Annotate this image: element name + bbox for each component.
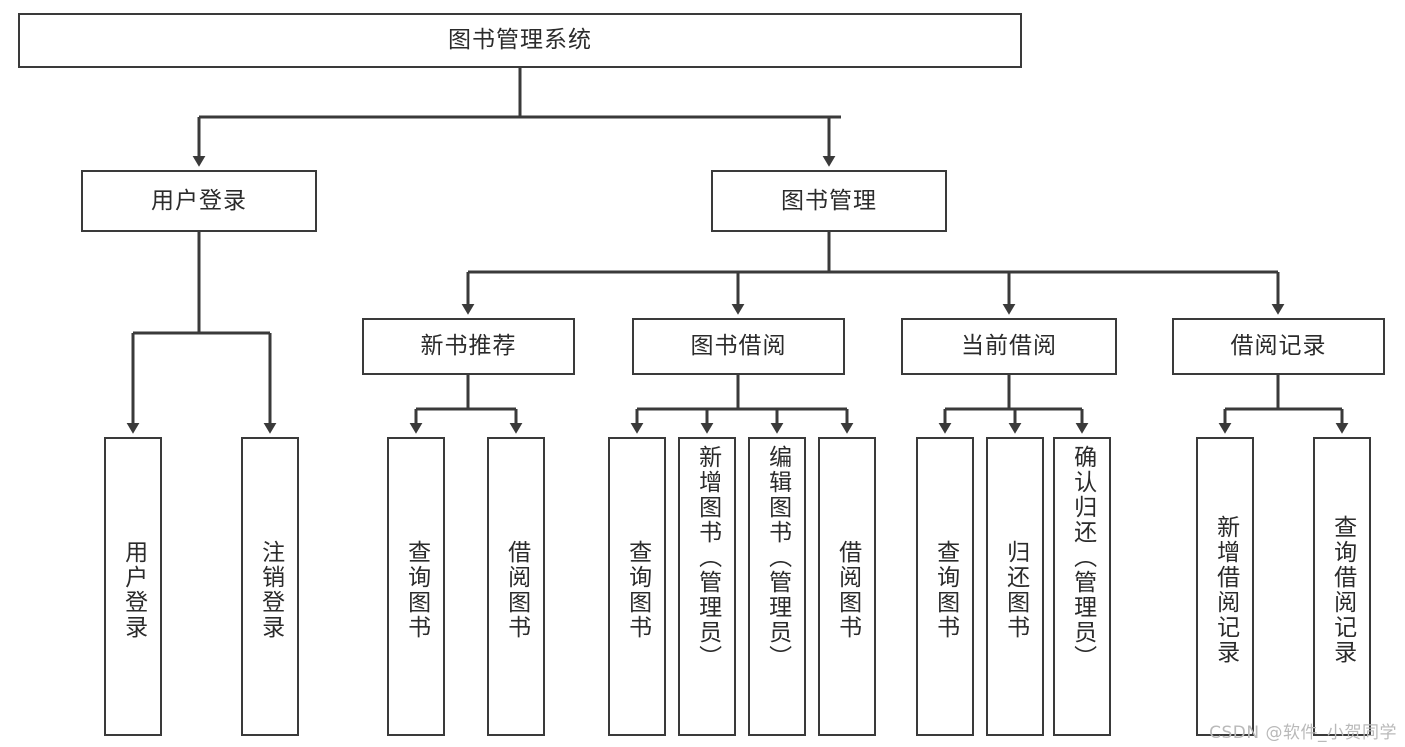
node-new-book-rec-label: 新书推荐 bbox=[420, 333, 517, 359]
node-leaf-query-record-label: 查询借阅记录 bbox=[1329, 514, 1356, 665]
node-leaf-query-book-2-label: 查询图书 bbox=[624, 539, 651, 640]
node-leaf-query-record[interactable]: 查询借阅记录 bbox=[1313, 437, 1371, 736]
node-borrow-record[interactable]: 借阅记录 bbox=[1172, 318, 1385, 375]
node-leaf-user-login-label: 用户登录 bbox=[120, 539, 147, 640]
node-leaf-edit-book-label: 编辑图书（管理员） bbox=[764, 445, 791, 670]
node-leaf-return-book-label: 归还图书 bbox=[1002, 539, 1029, 640]
node-book-borrow[interactable]: 图书借阅 bbox=[632, 318, 845, 375]
node-leaf-borrow-book-2-label: 借阅图书 bbox=[834, 539, 861, 640]
node-leaf-borrow-book-2[interactable]: 借阅图书 bbox=[818, 437, 876, 736]
node-leaf-add-record[interactable]: 新增借阅记录 bbox=[1196, 437, 1254, 736]
node-leaf-borrow-book-1-label: 借阅图书 bbox=[503, 539, 530, 640]
node-leaf-query-book-1-label: 查询图书 bbox=[403, 539, 430, 640]
node-leaf-query-book-2[interactable]: 查询图书 bbox=[608, 437, 666, 736]
node-leaf-borrow-book-1[interactable]: 借阅图书 bbox=[487, 437, 545, 736]
node-leaf-edit-book[interactable]: 编辑图书（管理员） bbox=[748, 437, 806, 736]
node-leaf-user-login[interactable]: 用户登录 bbox=[104, 437, 162, 736]
node-leaf-user-logout-label: 注销登录 bbox=[257, 539, 284, 640]
node-borrow-record-label: 借阅记录 bbox=[1230, 333, 1327, 359]
node-root-label: 图书管理系统 bbox=[448, 27, 592, 53]
node-leaf-return-book[interactable]: 归还图书 bbox=[986, 437, 1044, 736]
node-leaf-user-logout[interactable]: 注销登录 bbox=[241, 437, 299, 736]
node-leaf-add-record-label: 新增借阅记录 bbox=[1212, 514, 1239, 665]
node-user-login[interactable]: 用户登录 bbox=[81, 170, 317, 232]
node-leaf-add-book-label: 新增图书（管理员） bbox=[694, 445, 721, 670]
node-leaf-query-book-3-label: 查询图书 bbox=[932, 539, 959, 640]
node-book-manage[interactable]: 图书管理 bbox=[711, 170, 947, 232]
node-new-book-rec[interactable]: 新书推荐 bbox=[362, 318, 575, 375]
node-leaf-confirm-return-label: 确认归还（管理员） bbox=[1069, 445, 1096, 670]
node-current-borrow[interactable]: 当前借阅 bbox=[901, 318, 1117, 375]
node-leaf-add-book[interactable]: 新增图书（管理员） bbox=[678, 437, 736, 736]
node-root[interactable]: 图书管理系统 bbox=[18, 13, 1022, 68]
node-leaf-query-book-1[interactable]: 查询图书 bbox=[387, 437, 445, 736]
node-book-borrow-label: 图书借阅 bbox=[690, 333, 787, 359]
node-leaf-query-book-3[interactable]: 查询图书 bbox=[916, 437, 974, 736]
csdn-watermark: CSDN @软件_小贺同学 bbox=[1209, 723, 1397, 743]
node-leaf-confirm-return[interactable]: 确认归还（管理员） bbox=[1053, 437, 1111, 736]
node-current-borrow-label: 当前借阅 bbox=[961, 333, 1057, 359]
node-user-login-label: 用户登录 bbox=[151, 187, 247, 214]
node-book-manage-label: 图书管理 bbox=[781, 187, 877, 214]
